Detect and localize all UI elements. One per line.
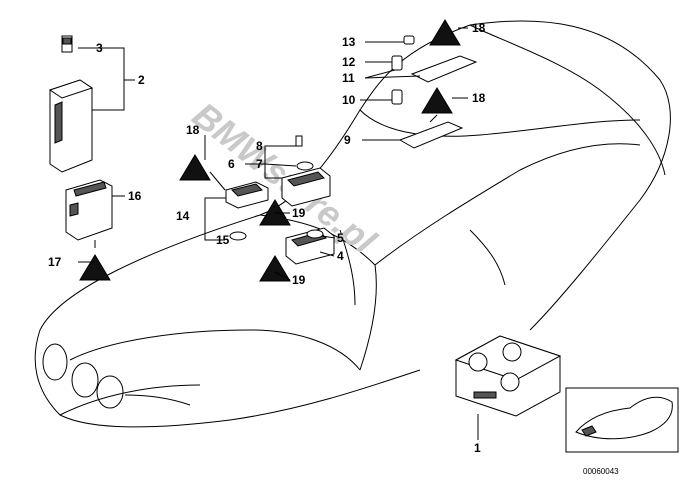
callout-3: 3 xyxy=(96,41,103,55)
leader-lines xyxy=(78,27,479,440)
reference-code: 00060043 xyxy=(583,467,619,476)
callout-11: 11 xyxy=(342,71,355,85)
callout-16: 16 xyxy=(128,189,142,203)
part-interior-lamps xyxy=(398,55,478,149)
callout-15: 15 xyxy=(216,233,230,247)
car-thumbnail: 00060043 xyxy=(565,387,679,476)
part-first-aid-box xyxy=(48,35,94,173)
part-holder xyxy=(65,179,113,241)
callout-1: 1 xyxy=(474,441,481,455)
callout-8: 8 xyxy=(256,139,263,153)
callout-labels: 3 2 16 17 18 14 15 8 6 7 19 5 4 19 9 10 … xyxy=(48,21,486,455)
callout-19-lower: 19 xyxy=(292,273,306,287)
callout-12: 12 xyxy=(342,55,356,69)
callout-18-top: 18 xyxy=(472,21,486,35)
callout-18-left: 18 xyxy=(186,123,200,137)
callout-2: 2 xyxy=(138,73,145,87)
part-case xyxy=(454,335,562,417)
callout-19-upper: 19 xyxy=(292,206,306,220)
part-interior-bulbs xyxy=(391,35,415,105)
callout-9: 9 xyxy=(344,133,351,147)
callout-14: 14 xyxy=(176,209,190,223)
part-bulbs xyxy=(229,135,324,241)
car-outline xyxy=(34,20,671,428)
callout-13: 13 xyxy=(342,35,356,49)
callout-6: 6 xyxy=(228,157,235,171)
callout-10: 10 xyxy=(342,93,356,107)
warning-triangle-icon xyxy=(79,19,461,282)
callout-17: 17 xyxy=(48,255,62,269)
callout-5: 5 xyxy=(337,231,344,245)
callout-4: 4 xyxy=(337,249,344,263)
callout-7: 7 xyxy=(256,157,263,171)
callout-18-mid: 18 xyxy=(472,91,486,105)
